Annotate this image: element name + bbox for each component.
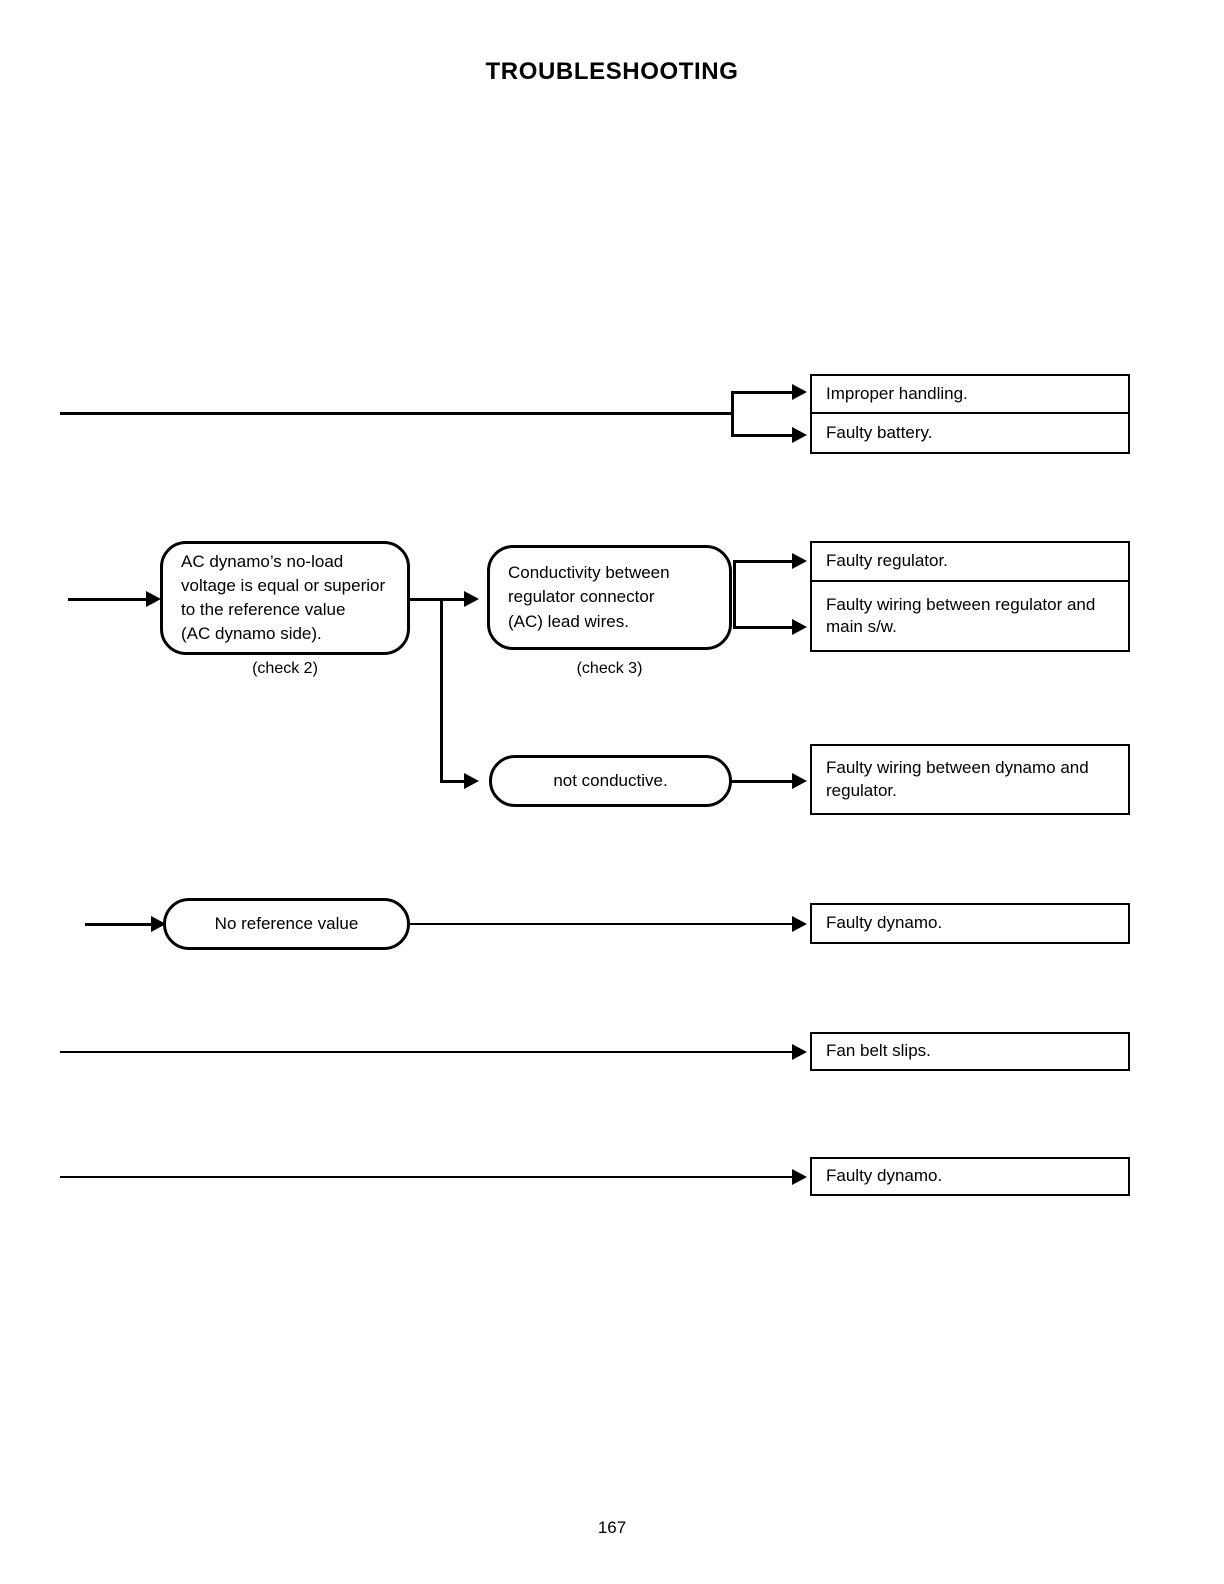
result-faulty-battery[interactable]: Faulty battery.	[810, 413, 1130, 454]
result-faulty-dynamo-2-label: Faulty dynamo.	[826, 1166, 943, 1186]
connector-into-no-reference-value	[85, 923, 153, 926]
connector-to-not-conductive	[440, 780, 465, 783]
result-faulty-wiring-dynamo-regulator[interactable]: Faulty wiring between dynamo and regulat…	[810, 744, 1130, 815]
connector-top-lower	[731, 434, 793, 437]
node-check3-line1: Conductivity between	[508, 563, 670, 583]
result-faulty-wiring-regulator-mainsw-text: Faulty wiring between regulator and main…	[826, 594, 1095, 638]
result-faulty-regulator[interactable]: Faulty regulator.	[810, 541, 1130, 581]
connector-no-reference-value-out	[409, 923, 793, 925]
arrow-to-faulty-dynamo-1	[792, 916, 807, 932]
arrow-to-fan-belt-slips	[792, 1044, 807, 1060]
connector-into-faulty-dynamo-2	[60, 1176, 793, 1178]
result-improper-handling[interactable]: Improper handling.	[810, 374, 1130, 413]
node-check2-line4: (AC dynamo side).	[181, 624, 322, 644]
connector-check3-to-faulty-regulator	[733, 560, 793, 563]
node-no-reference-value-label: No reference value	[214, 913, 359, 933]
connector-top-incoming	[60, 412, 732, 415]
connector-check3-to-faulty-wiring-mainsw	[733, 626, 793, 629]
arrow-into-check3	[464, 591, 479, 607]
node-check2-caption: (check 2)	[252, 660, 318, 677]
result-faulty-wiring-regulator-mainsw-line2: main s/w.	[826, 617, 897, 636]
result-faulty-wiring-dynamo-regulator-line1: Faulty wiring between dynamo and	[826, 758, 1089, 778]
result-faulty-wiring-regulator-mainsw-line1: Faulty wiring between regulator and	[826, 594, 1096, 614]
result-faulty-wiring-regulator-mainsw[interactable]: Faulty wiring between regulator and main…	[810, 581, 1130, 652]
connector-into-check2	[68, 598, 148, 601]
result-faulty-dynamo-2[interactable]: Faulty dynamo.	[810, 1157, 1130, 1196]
connector-top-branch-vertical	[731, 391, 734, 435]
result-faulty-regulator-label: Faulty regulator.	[826, 551, 948, 571]
node-check3-caption: (check 3)	[576, 660, 643, 677]
result-faulty-dynamo-1[interactable]: Faulty dynamo.	[810, 903, 1130, 944]
node-check3[interactable]: Conductivity between regulator connector…	[487, 545, 732, 650]
node-check2-line1: AC dynamo’s no-load	[181, 551, 344, 571]
result-fan-belt-slips-label: Fan belt slips.	[826, 1041, 931, 1061]
node-check2-line3: to the reference value	[181, 600, 346, 619]
connector-into-fan-belt-slips	[60, 1051, 793, 1053]
page-title: TROUBLESHOOTING	[485, 58, 739, 85]
node-check2[interactable]: AC dynamo’s no-load voltage is equal or …	[160, 541, 410, 655]
arrow-to-faulty-wiring-mainsw	[792, 619, 807, 635]
arrow-to-faulty-regulator	[792, 553, 807, 569]
arrow-into-check2	[146, 591, 161, 607]
page-number: 167	[597, 1518, 627, 1537]
connector-to-check3	[440, 598, 465, 601]
connector-check2-branch-vertical	[440, 598, 443, 782]
arrow-to-improper-handling	[792, 384, 807, 400]
node-check3-line2: regulator connector	[508, 587, 655, 607]
node-not-conductive[interactable]: not conductive.	[489, 755, 732, 807]
node-check2-line2: voltage is equal or superior	[181, 575, 386, 595]
result-improper-handling-label: Improper handling.	[826, 383, 968, 403]
result-faulty-wiring-dynamo-regulator-text: Faulty wiring between dynamo and regulat…	[826, 757, 1089, 801]
node-check3-text: Conductivity between regulator connector…	[508, 561, 670, 633]
connector-top-upper	[731, 391, 793, 394]
result-faulty-dynamo-1-label: Faulty dynamo.	[826, 913, 943, 933]
node-check3-line3: (AC) lead wires.	[508, 611, 629, 631]
node-no-reference-value[interactable]: No reference value	[163, 898, 410, 950]
arrow-to-faulty-wiring-dynamo-regulator	[792, 773, 807, 789]
connector-not-conductive-out	[732, 780, 793, 783]
connector-check3-out-vertical	[733, 560, 736, 628]
node-check2-text: AC dynamo’s no-load voltage is equal or …	[181, 550, 385, 647]
node-not-conductive-label: not conductive.	[553, 770, 668, 790]
arrow-to-faulty-dynamo-2	[792, 1169, 807, 1185]
arrow-into-not-conductive	[464, 773, 479, 789]
result-faulty-battery-label: Faulty battery.	[826, 422, 933, 442]
result-faulty-wiring-dynamo-regulator-line2: regulator.	[826, 780, 897, 800]
result-fan-belt-slips[interactable]: Fan belt slips.	[810, 1032, 1130, 1071]
arrow-to-faulty-battery	[792, 427, 807, 443]
